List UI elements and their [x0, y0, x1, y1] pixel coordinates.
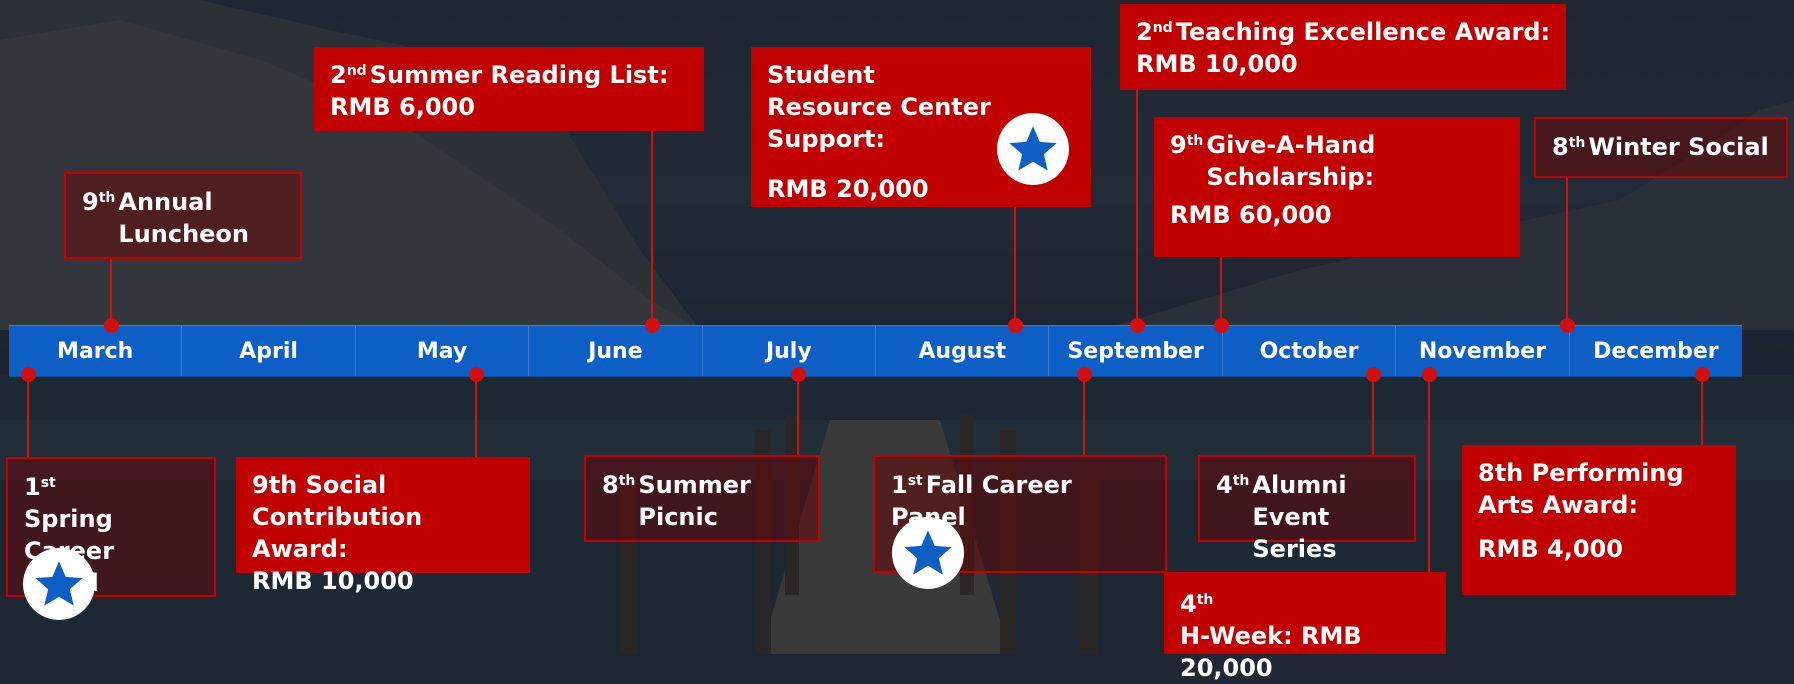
month-september: September [1049, 326, 1223, 376]
marker-dot [645, 318, 660, 333]
month-april: April [182, 326, 356, 376]
marker-dot [1422, 367, 1437, 382]
month-october: October [1223, 326, 1397, 376]
star-icon [35, 561, 83, 606]
marker-dot [104, 318, 119, 333]
marker-dot [1560, 318, 1575, 333]
event-social-contribution-award: 9th Social Contribution Award: RMB 10,00… [236, 457, 530, 595]
marker-dot [1077, 367, 1092, 382]
event-performing-arts-award: 8th Performing Arts Award: RMB 4,000 [1462, 445, 1736, 595]
connector-alumni [1372, 375, 1374, 457]
connector-teaching-award [1136, 89, 1138, 325]
marker-dot [469, 367, 484, 382]
marker-dot [21, 367, 36, 382]
month-july: July [703, 326, 877, 376]
star-icon [904, 530, 952, 575]
connector-performing-arts [1701, 375, 1703, 445]
star-icon [1009, 126, 1057, 171]
month-august: August [876, 326, 1050, 376]
featured-star-badge [997, 113, 1069, 185]
connector-fall-panel [1083, 375, 1085, 457]
connector-give-a-hand [1220, 257, 1222, 325]
marker-dot [1366, 367, 1381, 382]
timeline-axis: March April May June July August Septemb… [9, 325, 1742, 377]
featured-star-badge [23, 548, 95, 620]
event-h-week: 4thH-Week: RMB 20,000 [1164, 572, 1446, 682]
marker-dot [1695, 367, 1710, 382]
connector-spring-panel [27, 375, 29, 458]
connector-summer-picnic [797, 375, 799, 457]
connector-h-week [1428, 375, 1430, 573]
connector-luncheon [110, 258, 112, 325]
marker-dot [1214, 318, 1229, 333]
connector-reading-list [651, 130, 653, 325]
connector-social-award [475, 375, 477, 457]
marker-dot [1130, 318, 1145, 333]
month-june: June [529, 326, 703, 376]
marker-dot [1008, 318, 1023, 333]
connector-winter-social [1566, 178, 1568, 325]
marker-dot [791, 367, 806, 382]
month-march: March [9, 326, 183, 376]
connector-resource-center [1014, 207, 1016, 325]
month-december: December [1593, 338, 1719, 364]
month-november: November [1396, 326, 1570, 376]
featured-star-badge [892, 517, 964, 589]
month-may: May [356, 326, 530, 376]
